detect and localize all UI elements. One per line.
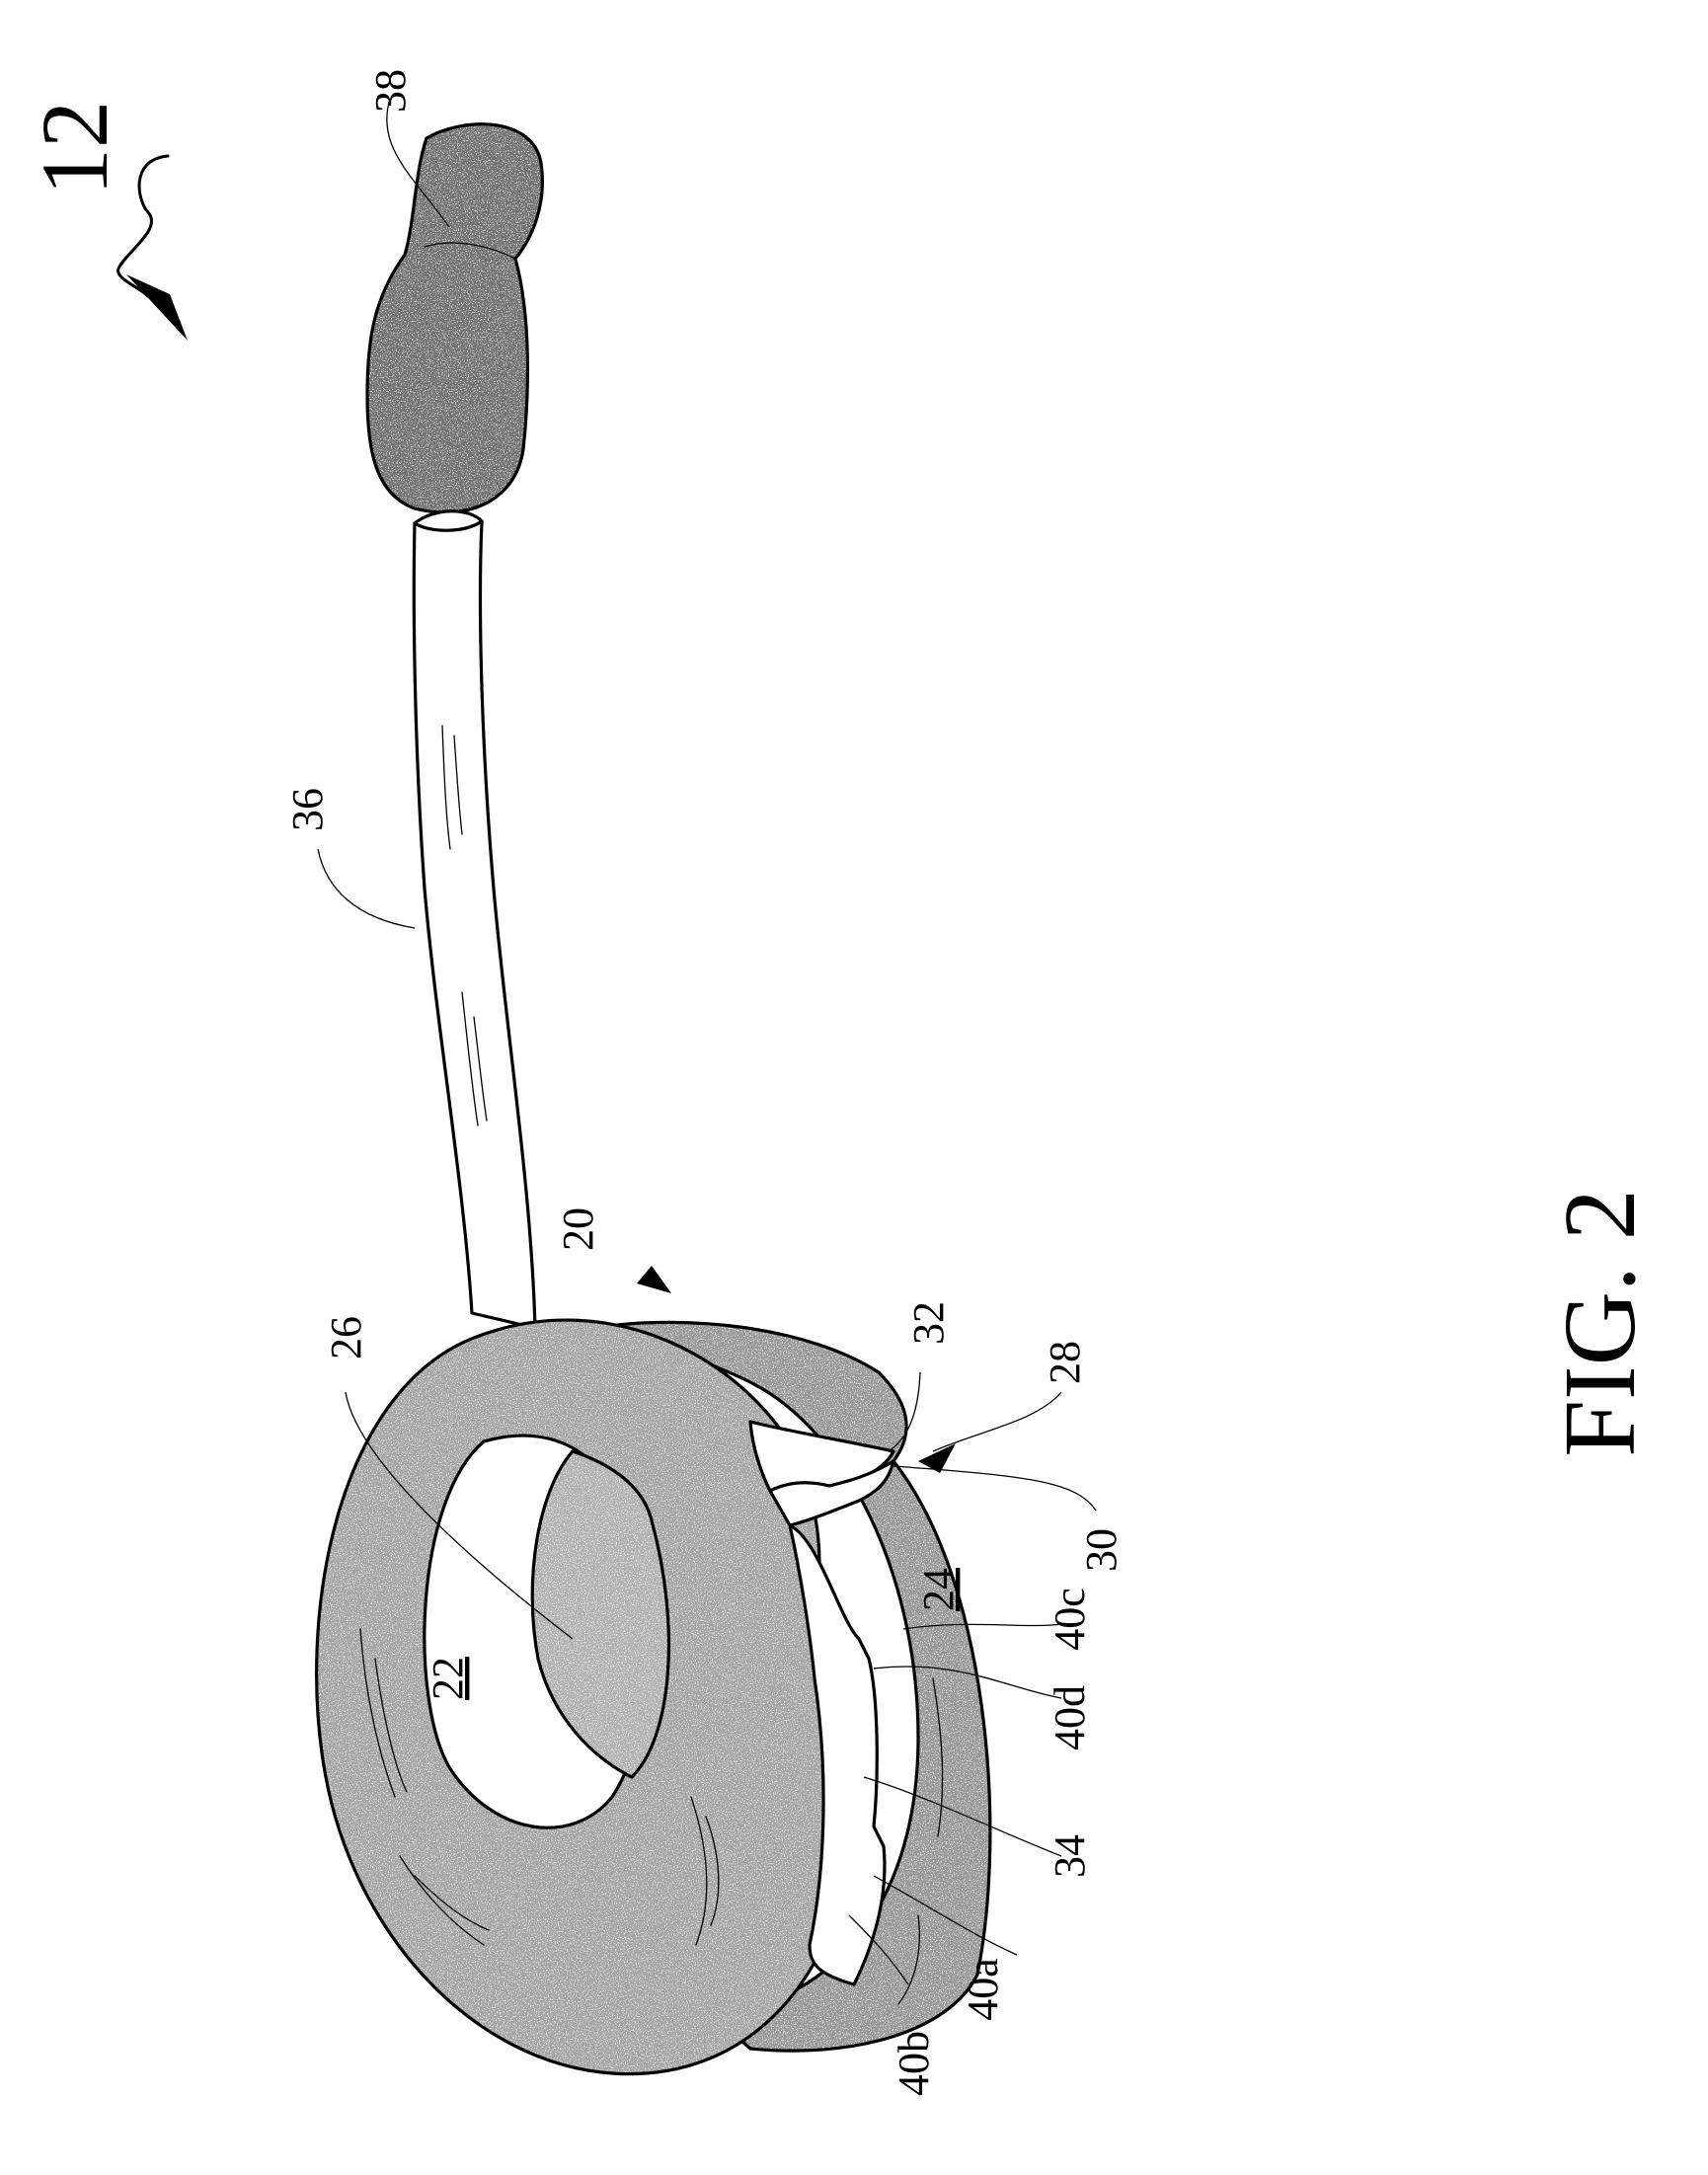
connector-knob-38 <box>367 124 542 512</box>
label-38: 38 <box>366 69 415 113</box>
assembly-arrowhead <box>126 274 188 341</box>
label-40a: 40a <box>959 1958 1007 2021</box>
label-40c: 40c <box>1046 1588 1094 1651</box>
arrow-20 <box>637 1266 671 1293</box>
tether-tube-collar <box>415 511 482 531</box>
label-26: 26 <box>322 1316 370 1359</box>
label-22: 22 <box>424 1657 472 1700</box>
ring-body <box>317 1320 990 2074</box>
figure-caption: FIG. 2 <box>1543 1189 1657 1457</box>
tether-tube-outline <box>414 521 535 1328</box>
label-40b: 40b <box>890 2031 938 2096</box>
label-32: 32 <box>904 1301 953 1345</box>
assembly-label: 12 <box>22 101 127 195</box>
label-34: 34 <box>1046 1834 1094 1878</box>
leader-36 <box>318 849 415 928</box>
label-20: 20 <box>554 1207 602 1251</box>
connector-knob-stipple <box>367 124 542 512</box>
label-40d: 40d <box>1046 1685 1094 1750</box>
label-28: 28 <box>1041 1341 1089 1384</box>
label-24: 24 <box>914 1568 963 1611</box>
assembly-reference: 12 <box>22 101 188 341</box>
label-30: 30 <box>1077 1528 1126 1572</box>
leader-28 <box>933 1392 1061 1451</box>
leader-30 <box>893 1466 1096 1511</box>
label-36: 36 <box>283 788 332 831</box>
tether-tube-36 <box>414 511 535 1328</box>
